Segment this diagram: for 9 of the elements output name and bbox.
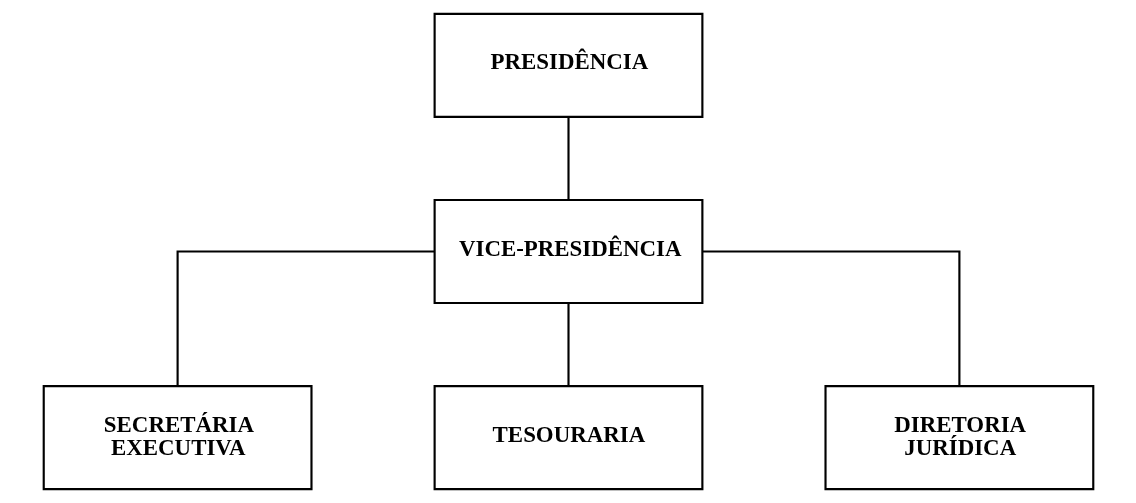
node-box: VICE-PRESIDÊNCIA <box>433 198 703 305</box>
connector <box>566 303 570 387</box>
node-box: TESOURARIA <box>433 385 703 491</box>
connector <box>702 250 960 386</box>
connector <box>176 250 434 386</box>
connector <box>566 117 570 200</box>
node-box: PRESIDÊNCIA <box>433 12 703 118</box>
node-box: DIRETORIA JURÍDICA <box>823 385 1094 491</box>
node-box: SECRETÁRIA EXECUTIVA <box>42 385 313 491</box>
